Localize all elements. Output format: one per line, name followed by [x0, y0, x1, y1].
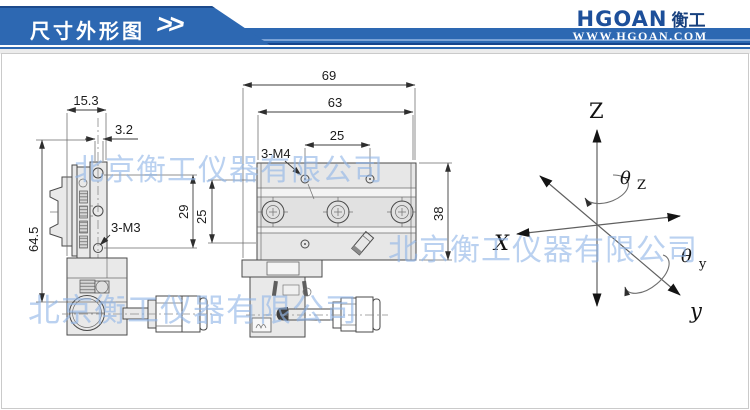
brand-logo-text: HGOAN: [576, 7, 668, 31]
axes-diagram: Z X y θ Z θ y: [492, 99, 707, 323]
dim-width-top: 15.3: [73, 93, 98, 108]
dim-overall-width: 69: [322, 68, 336, 83]
dim-height: 64.5: [26, 227, 41, 252]
header-gray-strip: [0, 49, 750, 54]
website-url: WWW.HGOAN.COM: [572, 29, 708, 43]
mount-holes: [258, 197, 416, 227]
theta-y-sub: y: [698, 257, 707, 272]
top-view-dimensions: 69 63 25 25 38 3-M4: [194, 68, 452, 261]
header-rule-line: [0, 47, 750, 49]
axis-label-x: X: [492, 231, 510, 255]
thread-label-m4: 3-M4: [261, 146, 291, 161]
axis-label-y: y: [689, 299, 703, 323]
chevrons-icon: >>: [154, 9, 183, 39]
brand-logo-cn: 衡工: [671, 11, 706, 30]
screw-pin: [351, 230, 375, 256]
header-title-block: 尺寸外形图 >>: [0, 6, 270, 45]
dim-depth: 38: [431, 207, 446, 221]
side-view-drawing: 64.5 15.3 3.2 29 3-M3: [26, 93, 213, 336]
technical-drawing: 64.5 15.3 3.2 29 3-M3: [26, 68, 707, 338]
lower-bracket: [241, 259, 388, 338]
page-title: 尺寸外形图: [30, 21, 145, 43]
dim-body-width: 63: [328, 95, 342, 110]
theta-y-symbol: θ: [681, 246, 692, 267]
dim-hole-span-h: 25: [330, 128, 344, 143]
axis-label-z: Z: [589, 99, 604, 123]
clamp-bracket: [49, 176, 73, 247]
theta-z-symbol: θ: [620, 168, 631, 189]
logo-stamp-box: [251, 317, 272, 333]
theta-z-sub: Z: [637, 178, 646, 193]
header-bar-stripe: [0, 39, 750, 41]
brand-logo: HGOAN 衡工: [566, 6, 716, 31]
top-view-drawing: 69 63 25 25 38 3-M4: [194, 68, 452, 338]
dim-hole-span: 29: [176, 205, 191, 219]
dim-hole-span-v: 25: [194, 210, 209, 224]
side-view-dimensions: 64.5 15.3 3.2 29 3-M3: [26, 93, 197, 303]
micrometer-side: [62, 295, 213, 333]
thread-label-m3: 3-M3: [111, 220, 141, 235]
dim-face-offset: 3.2: [115, 122, 133, 137]
